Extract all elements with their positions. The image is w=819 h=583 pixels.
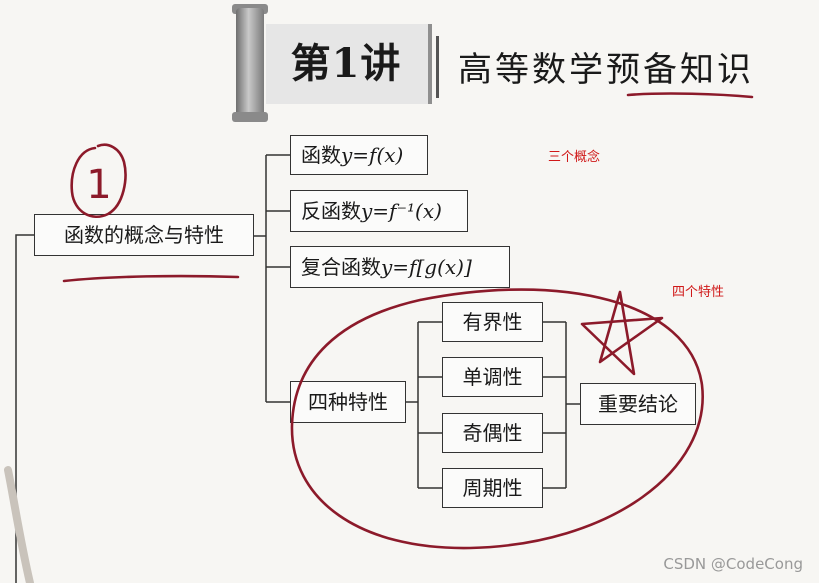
star-mark xyxy=(582,292,662,374)
circled-number: 1 xyxy=(84,160,114,210)
four-properties-note: 四个特性 xyxy=(672,281,724,300)
three-concepts-note: 三个概念 xyxy=(548,146,600,165)
watermark: CSDN @CodeCong xyxy=(663,555,803,573)
hand-edge-mark xyxy=(8,470,30,583)
root-underline-mark xyxy=(64,276,238,281)
properties-ellipse-mark xyxy=(292,290,703,549)
title-underline-mark xyxy=(628,94,752,97)
